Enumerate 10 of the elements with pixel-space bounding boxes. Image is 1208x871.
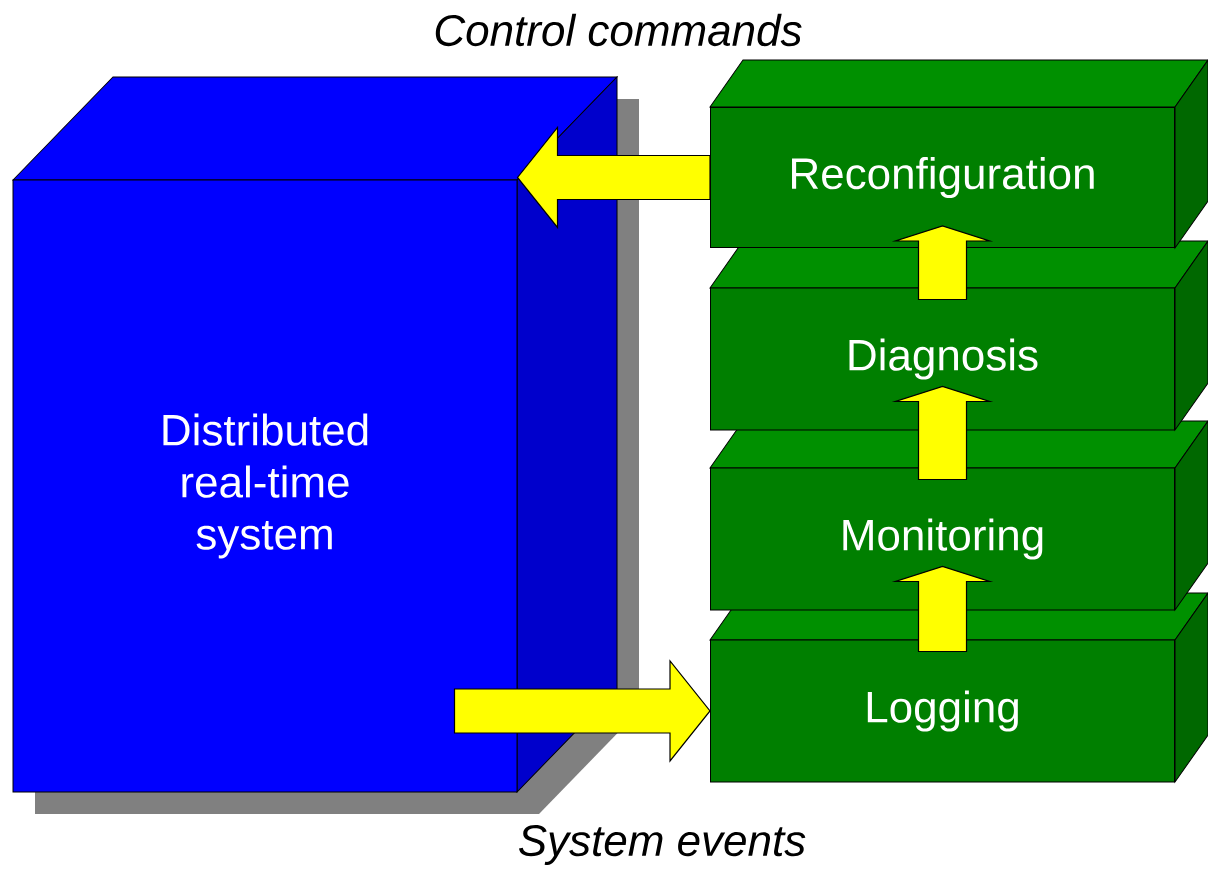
block-arrow (516, 125, 711, 230)
block-arrow (891, 225, 994, 301)
caption-text: Control commands (435, 13, 802, 47)
block-arrow (453, 659, 711, 763)
block-arrow (891, 565, 994, 653)
box-3d: Reconfiguration (709, 59, 1208, 249)
block-arrow (891, 385, 994, 481)
caption-text: System events (519, 825, 806, 865)
box-3d: Distributed real-time system (12, 76, 639, 814)
box-3d: Diagnosis (709, 240, 1208, 431)
